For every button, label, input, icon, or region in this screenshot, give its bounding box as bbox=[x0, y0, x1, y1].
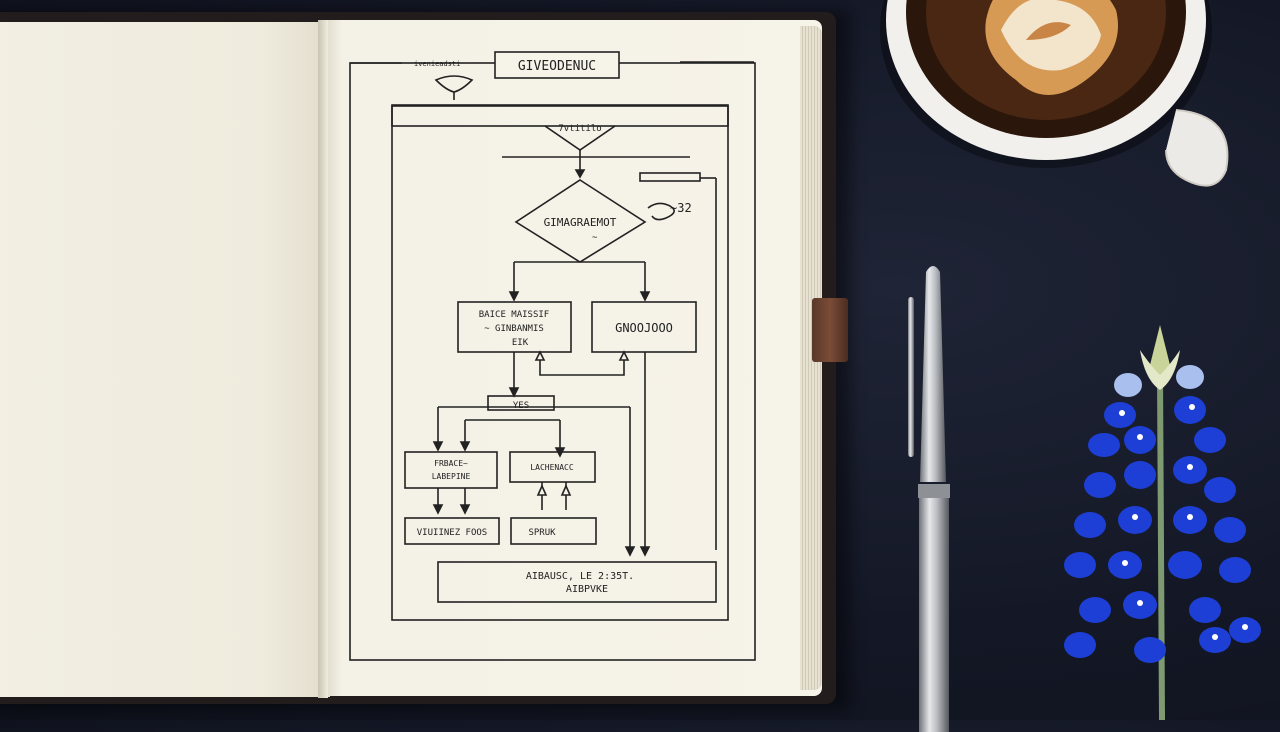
sketch-right-note: ~32 bbox=[670, 201, 692, 215]
box-right-label: GNOOJOOO bbox=[615, 321, 673, 335]
notebook-right-page bbox=[322, 20, 822, 696]
box-left-line-3: EIK bbox=[512, 338, 529, 348]
small-left-line-2: LABEPINE bbox=[432, 472, 471, 481]
coffee-cup bbox=[880, 0, 1229, 187]
notebook-page-edges bbox=[800, 26, 822, 690]
sketch-funnel-label: 7vtitilo bbox=[558, 124, 601, 134]
box-left-line-2: ~ GINBANMIS bbox=[484, 324, 544, 334]
bottom-mid-label: SPRUK bbox=[528, 528, 556, 538]
small-left-line-1: FRBACE~ bbox=[434, 459, 468, 468]
sketch-top-note: ivenieadsti bbox=[414, 60, 460, 68]
notebook-left-page bbox=[0, 22, 330, 697]
flowchart-sketch: GIVEODENUC ivenieadsti 7vtitilo GIMAGRAE… bbox=[349, 51, 756, 661]
sketch-decision-label: GIMAGRAEMOT bbox=[544, 216, 617, 229]
sketch-decision-sub: ~ bbox=[592, 233, 598, 243]
bottom-left-label: VIUIINEZ FOOS bbox=[417, 528, 487, 538]
footer-line-1: AIBAUSC, LE 2:35T. bbox=[526, 571, 634, 582]
footer-line-2: AIBPVKE bbox=[566, 584, 608, 595]
bluebonnet-flower bbox=[1064, 325, 1261, 720]
pen bbox=[908, 266, 950, 732]
merge-label: YES bbox=[513, 401, 529, 411]
small-right-label: LACHENACC bbox=[530, 463, 574, 472]
notebook-bookmark bbox=[812, 298, 848, 362]
box-left-line-1: BAICE MAISSIF bbox=[479, 310, 549, 320]
sketch-title: GIVEODENUC bbox=[518, 59, 596, 74]
notebook-gutter bbox=[318, 20, 328, 698]
